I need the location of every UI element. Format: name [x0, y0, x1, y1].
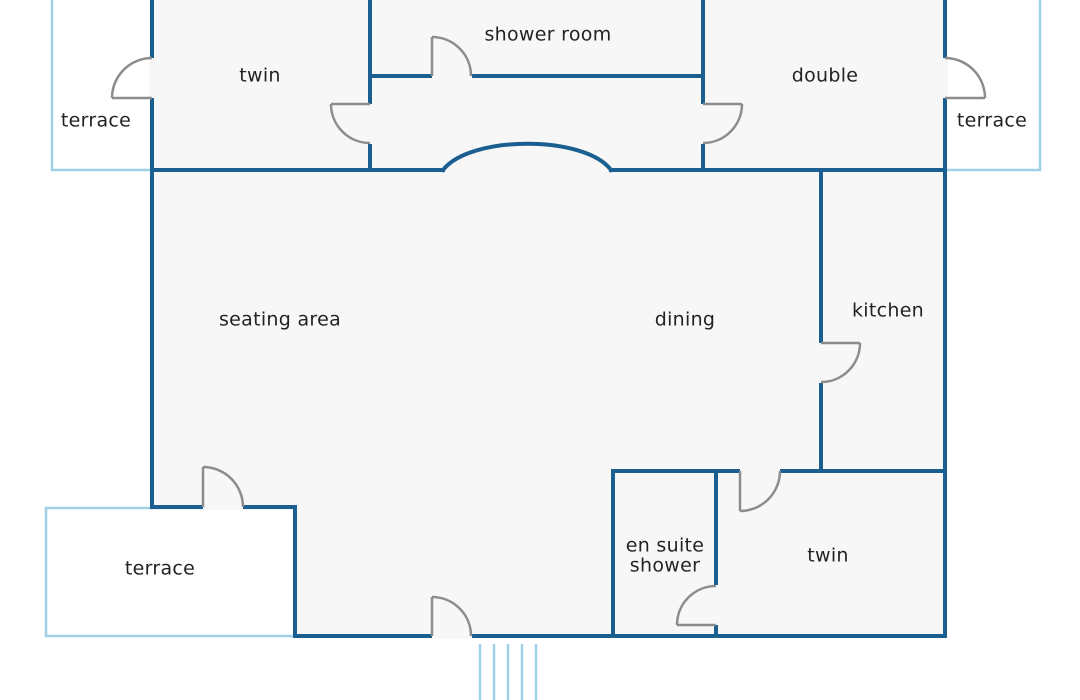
label-en-suite-line-1: en suite	[626, 535, 705, 557]
terrace-bottom-left-area	[44, 506, 298, 638]
label-dining: dining	[655, 309, 716, 331]
interior-floor	[152, 0, 945, 636]
bedroom-wing-walls	[150, 0, 947, 173]
label-en-suite-line-2: shower	[630, 555, 700, 577]
label-kitchen: kitchen	[852, 300, 924, 322]
door-double	[700, 102, 744, 145]
entrance-steps	[478, 644, 538, 700]
label-twin-bottom: twin	[807, 545, 849, 567]
door-twin-top	[329, 102, 373, 145]
label-terrace-top-left: terrace	[61, 110, 131, 132]
door-kitchen	[818, 341, 862, 384]
label-double: double	[792, 65, 859, 87]
door-shower-room	[430, 35, 473, 79]
door-entrance	[430, 595, 473, 639]
door-terrace-top-left	[110, 56, 155, 100]
terrace-top-right-area	[943, 0, 1042, 172]
label-twin-top: twin	[239, 65, 281, 87]
label-terrace-top-right: terrace	[957, 110, 1027, 132]
door-terrace-bottom-left	[201, 465, 245, 510]
label-terrace-bottom-left: terrace	[125, 558, 195, 580]
door-twin-bottom	[738, 468, 782, 513]
label-shower-room: shower room	[484, 24, 611, 46]
door-en-suite	[675, 584, 719, 627]
label-seating-area: seating area	[219, 309, 341, 331]
terrace-top-left-area	[50, 0, 154, 172]
door-terrace-top-right	[942, 56, 987, 100]
